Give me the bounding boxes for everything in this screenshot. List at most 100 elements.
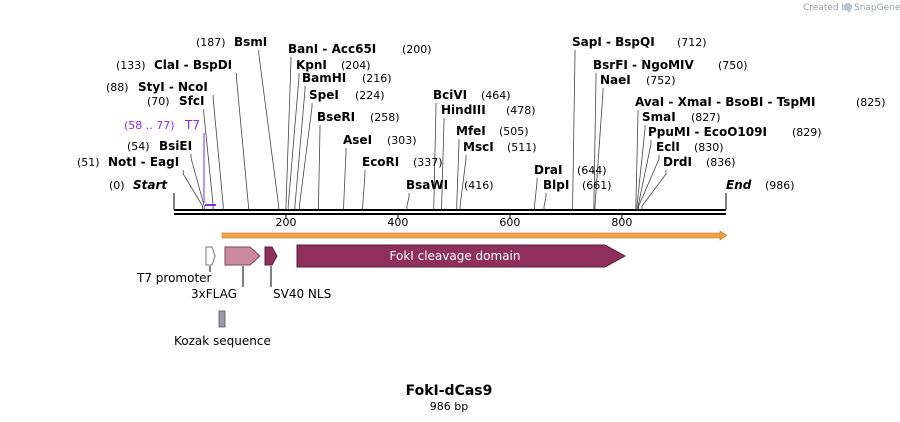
site-drdi[interactable]: DrdI(836) bbox=[663, 155, 736, 169]
site-bsmi[interactable]: BsmI(187) bbox=[196, 35, 267, 49]
site-name: AvaI - XmaI - BsoBI - TspMI bbox=[635, 95, 815, 109]
primer-position: (58 .. 77) bbox=[124, 119, 175, 132]
3xflag-arrow bbox=[224, 246, 261, 266]
site-position: (750) bbox=[718, 59, 748, 72]
site-name: BanI - Acc65I bbox=[288, 42, 376, 56]
site-position: (836) bbox=[706, 156, 736, 169]
site-position: (258) bbox=[370, 111, 400, 124]
site-name: BciVI bbox=[433, 88, 467, 102]
site-bcivi[interactable]: BciVI(464) bbox=[433, 88, 511, 102]
credit-prefix: Created by bbox=[803, 3, 853, 13]
site-name: SfcI bbox=[179, 94, 204, 108]
site-hindiii[interactable]: HindIII (478) bbox=[441, 103, 536, 117]
leader-bsrfi bbox=[593, 73, 597, 210]
site-name: NotI - EagI bbox=[108, 155, 179, 169]
leader-sapi bbox=[572, 50, 576, 210]
site-position: (478) bbox=[506, 104, 536, 117]
site-noti[interactable]: NotI - EagI(51) bbox=[77, 155, 179, 169]
site-position: (752) bbox=[646, 74, 676, 87]
sequence-backbone bbox=[174, 209, 726, 215]
site-position: (830) bbox=[694, 141, 724, 154]
feature-kozak[interactable]: Kozak sequence bbox=[174, 310, 271, 348]
snapgene-logo-icon bbox=[844, 3, 852, 11]
site-bseri[interactable]: BseRI (258) bbox=[317, 110, 400, 124]
orf-bar bbox=[221, 232, 723, 239]
site-msci[interactable]: MscI(511) bbox=[463, 140, 537, 154]
kozak-label: Kozak sequence bbox=[174, 334, 271, 348]
site-mfei[interactable]: MfeI(505) bbox=[456, 124, 529, 138]
feature-foki-domain[interactable]: FokI cleavage domain bbox=[296, 244, 627, 268]
leader-ppumi bbox=[637, 140, 652, 210]
site-position: (200) bbox=[402, 43, 432, 56]
restriction-site-labels: BsmI(187) ClaI - BspDI (133) StyI - NcoI (88… bbox=[77, 35, 886, 192]
site-kpni[interactable]: KpnI(204) bbox=[296, 58, 371, 72]
site-name: ClaI - BspDI bbox=[154, 58, 232, 72]
site-asei[interactable]: AseI(303) bbox=[343, 133, 417, 147]
site-name: KpnI bbox=[296, 58, 327, 72]
leader-mfei bbox=[456, 139, 460, 210]
snapgene-credit[interactable]: Created by SnapGene bbox=[803, 3, 900, 13]
ruler-tick-label: 600 bbox=[499, 216, 520, 229]
site-name: SmaI bbox=[642, 110, 676, 124]
site-name: BseRI bbox=[317, 110, 355, 124]
site-bsiei[interactable]: BsiEI(54) bbox=[127, 139, 192, 153]
leader-noti bbox=[182, 170, 203, 210]
site-spei[interactable]: SpeI(224) bbox=[309, 88, 385, 102]
primer-t7[interactable]: (58 .. 77) T7 bbox=[124, 118, 216, 206]
site-drai[interactable]: DraI(644) bbox=[534, 163, 607, 177]
site-styi[interactable]: StyI - NcoI (88) bbox=[106, 80, 208, 94]
site-naei[interactable]: NaeI (752) bbox=[600, 73, 676, 87]
leader-bsmi bbox=[258, 50, 280, 210]
end-marker: End (986) bbox=[725, 178, 795, 210]
leader-avai bbox=[635, 110, 639, 210]
orf-arrow[interactable] bbox=[221, 230, 728, 241]
site-bani[interactable]: BanI - Acc65I (200) bbox=[288, 42, 432, 56]
site-sapi[interactable]: SapI - BspQI (712) bbox=[572, 35, 707, 49]
site-smai[interactable]: SmaI(827) bbox=[642, 110, 721, 124]
site-position: (133) bbox=[116, 59, 146, 72]
feature-3xflag[interactable]: 3xFLAG bbox=[191, 246, 261, 301]
site-name: EcoRI bbox=[362, 155, 399, 169]
site-name: StyI - NcoI bbox=[138, 80, 208, 94]
site-bsrfi[interactable]: BsrFI - NgoMIV (750) bbox=[593, 58, 748, 72]
site-position: (224) bbox=[355, 89, 385, 102]
site-sfci[interactable]: SfcI (70) bbox=[147, 94, 204, 108]
start-label: Start bbox=[133, 178, 168, 192]
leader-bseri bbox=[318, 125, 321, 210]
site-ppumi[interactable]: PpuMI - EcoO109I(829) bbox=[648, 125, 822, 139]
site-position: (54) bbox=[127, 140, 150, 153]
site-clai[interactable]: ClaI - BspDI (133) bbox=[116, 58, 232, 72]
site-name: BsrFI - NgoMIV bbox=[593, 58, 694, 72]
leader-ecli bbox=[638, 155, 660, 210]
feature-t7-promoter[interactable]: T7 promoter bbox=[136, 246, 216, 285]
site-position: (712) bbox=[677, 36, 707, 49]
leader-bsiei bbox=[190, 154, 205, 210]
site-avai[interactable]: AvaI - XmaI - BsoBI - TspMI(825) bbox=[635, 95, 886, 109]
site-position: (70) bbox=[147, 95, 170, 108]
site-position: (337) bbox=[413, 156, 443, 169]
site-ecori[interactable]: EcoRI (337) bbox=[362, 155, 443, 169]
orf-arrowhead bbox=[719, 230, 728, 241]
site-name: MfeI bbox=[456, 124, 486, 138]
t7-promoter-label: T7 promoter bbox=[136, 271, 212, 285]
leader-smai bbox=[636, 125, 646, 210]
start-position: (0) bbox=[109, 179, 125, 192]
end-position: (986) bbox=[765, 179, 795, 192]
leader-bamhi bbox=[294, 86, 306, 210]
site-name: HindIII bbox=[441, 103, 486, 117]
feature-sv40-nls[interactable]: SV40 NLS bbox=[264, 246, 331, 301]
3xflag-label: 3xFLAG bbox=[191, 287, 237, 301]
leader-sfci bbox=[203, 109, 214, 210]
leader-asei bbox=[343, 148, 347, 210]
site-position: (88) bbox=[106, 81, 129, 94]
site-bsawi[interactable]: BsaWI(416) bbox=[406, 178, 494, 192]
leader-styi bbox=[212, 95, 224, 210]
site-blpi[interactable]: BlpI(661) bbox=[543, 178, 612, 192]
site-bamhi[interactable]: BamHI(216) bbox=[302, 71, 392, 85]
site-ecli[interactable]: EclI(830) bbox=[656, 140, 724, 154]
site-name: SapI - BspQI bbox=[572, 35, 655, 49]
site-name: NaeI bbox=[600, 73, 631, 87]
leader-drdi bbox=[641, 170, 667, 210]
